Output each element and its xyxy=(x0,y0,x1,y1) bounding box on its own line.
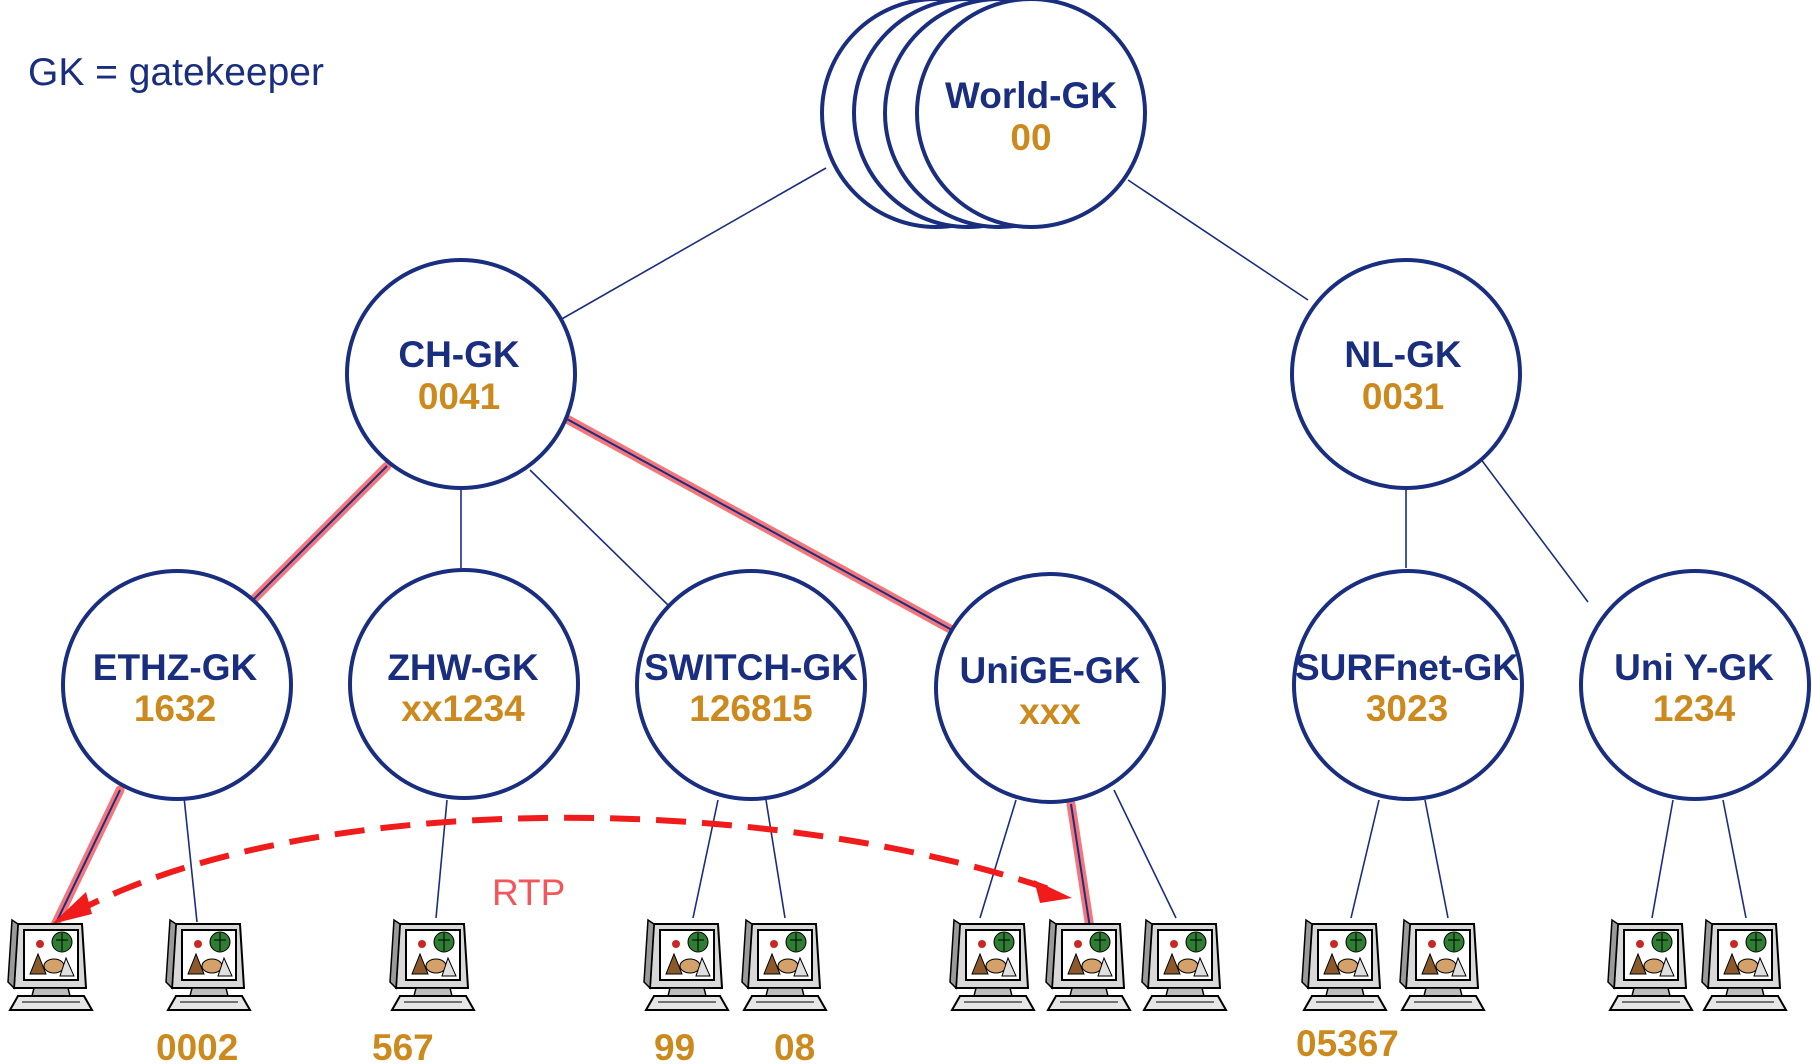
link-uniy-pc12 xyxy=(1722,799,1747,919)
computer-terminal-icon xyxy=(643,919,729,1011)
ethz-gk-number: 1632 xyxy=(134,688,216,729)
call-path-highlight xyxy=(50,413,1095,933)
uniy-gk-node xyxy=(1579,569,1811,801)
surfnet-gk-number: 3023 xyxy=(1366,688,1448,729)
rtp-arrowhead-right xyxy=(1034,880,1072,903)
link-switch-pc4 xyxy=(692,799,719,919)
unige-gk-number: xxx xyxy=(1019,691,1081,732)
nl-gk-node xyxy=(1290,258,1522,490)
computer-terminal-icon xyxy=(741,919,827,1011)
computer-terminal-icon xyxy=(389,919,475,1011)
path-ch-unige xyxy=(564,417,953,631)
surfnet-gk-node xyxy=(1292,569,1524,801)
switch-gk-name: SWITCH-GK xyxy=(644,647,858,688)
link-world-nl xyxy=(1127,179,1309,301)
ch-gk-node xyxy=(345,258,577,490)
computer-terminal-icon xyxy=(165,919,251,1011)
computer-terminal-icon xyxy=(949,919,1035,1011)
world-gk-number: 00 xyxy=(1010,117,1051,158)
terminal-number: 0002 xyxy=(156,1027,238,1064)
link-switch-pc5 xyxy=(765,799,786,919)
unige-gk-node xyxy=(934,572,1166,804)
switch-gk-node xyxy=(635,569,867,801)
rtp-label: RTP xyxy=(492,872,565,913)
link-surfnet-pc10 xyxy=(1424,799,1449,919)
path-ethz-pc1 xyxy=(54,789,121,926)
tree-links xyxy=(183,167,1747,923)
ch-gk-number: 0041 xyxy=(418,376,500,417)
ethz-gk-node xyxy=(61,569,293,801)
path-unige-pc7 xyxy=(1070,803,1091,929)
unige-gk-name: UniGE-GK xyxy=(960,650,1141,691)
zhw-gk-node xyxy=(348,568,580,800)
terminal-number: 99 xyxy=(654,1027,695,1064)
path-ch-ethz xyxy=(252,465,388,601)
zhw-gk-name: ZHW-GK xyxy=(387,647,539,688)
ch-gk-name: CH-GK xyxy=(398,334,520,375)
terminal-number: 05367 xyxy=(1296,1023,1399,1064)
legend-text: GK = gatekeeper xyxy=(28,51,324,94)
link-nl-uniy xyxy=(1479,457,1589,603)
terminal-number: 567 xyxy=(372,1027,434,1064)
computer-terminal-icon xyxy=(1141,919,1227,1011)
terminal-number: 08 xyxy=(774,1027,815,1064)
link-zhw-pc3 xyxy=(435,799,448,919)
computer-terminal-icon xyxy=(1607,919,1693,1011)
computer-terminal-icon xyxy=(1301,919,1387,1011)
link-ch-switch xyxy=(529,469,669,606)
rtp-arrow xyxy=(70,814,1053,917)
link-world-ch xyxy=(559,167,827,321)
computer-terminal-icon xyxy=(7,919,93,1011)
uniy-gk-number: 1234 xyxy=(1653,688,1736,729)
computer-terminal-icon xyxy=(1399,919,1485,1011)
link-uniy-pc11 xyxy=(1651,799,1674,919)
computer-terminal-icon xyxy=(1045,919,1131,1011)
link-unige-pc8 xyxy=(1113,789,1177,919)
world-gk-name: World-GK xyxy=(945,75,1117,116)
surfnet-gk-name: SURFnet-GK xyxy=(1295,647,1519,688)
world-gk-node xyxy=(820,0,1147,229)
ethz-gk-name: ETHZ-GK xyxy=(93,647,258,688)
terminals xyxy=(7,919,1787,1011)
switch-gk-number: 126815 xyxy=(689,688,812,729)
link-unige-pc6 xyxy=(979,799,1017,919)
link-ethz-pc2 xyxy=(183,796,198,923)
link-surfnet-pc9 xyxy=(1350,799,1380,919)
zhw-gk-number: xx1234 xyxy=(401,688,525,729)
computer-terminal-icon xyxy=(1701,919,1787,1011)
rtp-arrowhead-left xyxy=(52,892,92,924)
nl-gk-name: NL-GK xyxy=(1344,334,1461,375)
uniy-gk-name: Uni Y-GK xyxy=(1614,647,1774,688)
nl-gk-number: 0031 xyxy=(1362,376,1444,417)
